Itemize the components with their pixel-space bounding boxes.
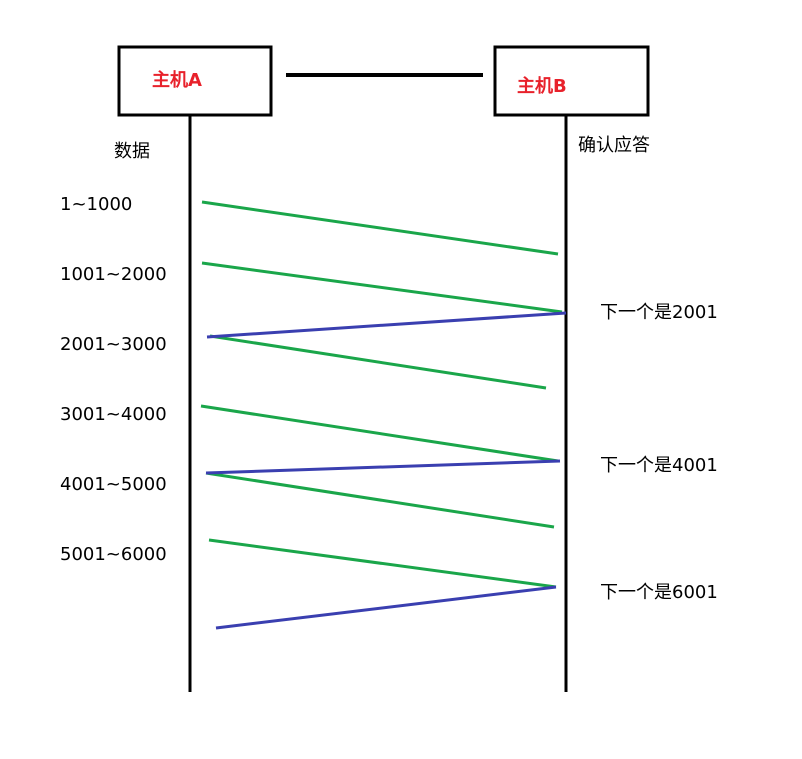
- data-arrow-4: [200, 404, 559, 463]
- data-arrow-6: [208, 538, 557, 589]
- ack-arrow-6001: [215, 585, 557, 630]
- ack-label-2001: 下一个是2001: [600, 302, 718, 323]
- host-b-label: 主机B: [517, 75, 567, 97]
- segment-label-1: 1~1000: [60, 194, 132, 215]
- segment-label-3: 2001~3000: [60, 334, 167, 355]
- segment-label-2: 1001~2000: [60, 264, 167, 285]
- data-arrow-3: [209, 334, 547, 390]
- ack-arrow-4001: [205, 459, 561, 475]
- data-column-header: 数据: [114, 141, 150, 162]
- host-b-box: [493, 45, 650, 117]
- ack-arrow-2001: [206, 311, 567, 339]
- segment-label-4: 3001~4000: [60, 404, 167, 425]
- ack-column-header: 确认应答: [578, 135, 650, 156]
- data-arrow-5: [205, 471, 555, 529]
- data-arrow-2: [201, 261, 563, 314]
- segment-label-5: 4001~5000: [60, 474, 167, 495]
- ack-label-4001: 下一个是4001: [600, 455, 718, 476]
- data-arrow-1: [201, 200, 559, 256]
- segment-label-6: 5001~6000: [60, 544, 167, 565]
- ack-label-6001: 下一个是6001: [600, 582, 718, 603]
- host-a-box: [117, 45, 273, 117]
- host-a-label: 主机A: [152, 69, 202, 91]
